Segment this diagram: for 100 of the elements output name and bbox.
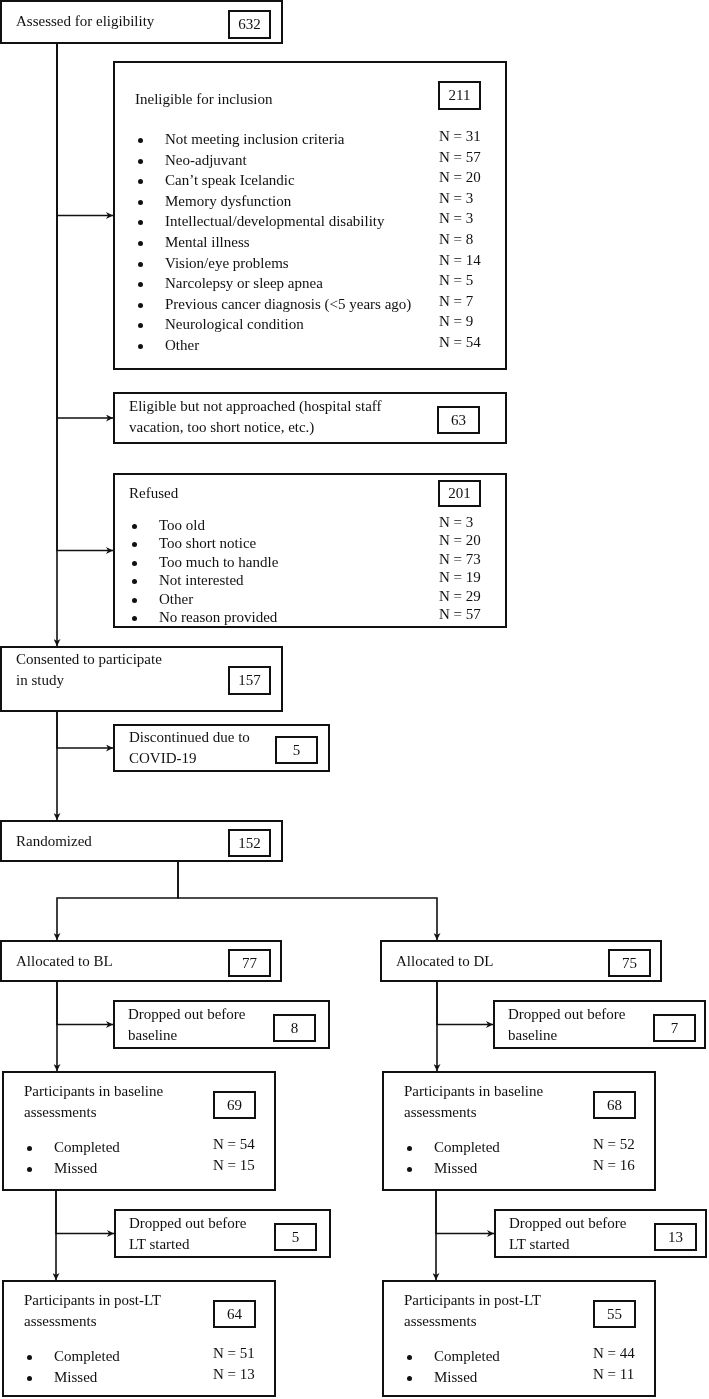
count-box: 69	[213, 1091, 256, 1119]
count-label: N = 29	[439, 586, 481, 606]
flow-box	[0, 646, 283, 712]
list-item-label: Too much to handle	[159, 552, 279, 572]
flow-box	[380, 940, 662, 982]
count-label: N = 44	[593, 1344, 635, 1363]
flow-box	[494, 1209, 707, 1258]
count-label: N = 5	[439, 271, 474, 291]
count-box: 13	[654, 1223, 697, 1251]
box-heading: Dropped out before LT started	[129, 1214, 248, 1254]
count-box: 632	[228, 10, 271, 39]
list-item-label: Vision/eye problems	[165, 253, 289, 273]
list-item-label: Can’t speak Icelandic	[165, 171, 295, 191]
box-heading: Dropped out before LT started	[509, 1214, 628, 1254]
arrow	[436, 981, 494, 1028]
count-label: N = 31	[439, 127, 481, 146]
count-label: N = 3	[439, 188, 474, 208]
count-label: N = 15	[213, 1156, 255, 1175]
count-box: 75	[608, 949, 651, 977]
flow-box	[113, 1000, 330, 1049]
list-item-label: Missed	[54, 1159, 98, 1178]
arrow	[435, 1190, 495, 1237]
box-heading: Assessed for eligibility	[16, 12, 156, 31]
flow-box	[2, 1280, 276, 1397]
count-label: N = 11	[593, 1365, 635, 1384]
count-box: 211	[438, 81, 481, 110]
count-label: N = 16	[593, 1156, 635, 1175]
arrow	[56, 711, 114, 752]
list-item-label: Completed	[54, 1347, 120, 1366]
count-box: 7	[653, 1014, 696, 1042]
box-heading: Dropped out before baseline	[508, 1005, 627, 1045]
box-heading: Allocated to BL	[16, 952, 114, 971]
flow-box	[382, 1280, 656, 1397]
flow-box	[382, 1071, 656, 1191]
count-box: 77	[228, 949, 271, 977]
flow-box	[0, 940, 282, 982]
list-item-label: Completed	[54, 1138, 120, 1157]
flow-box	[113, 724, 330, 772]
list-item-label: Neurological condition	[165, 315, 304, 335]
count-box: 152	[228, 829, 271, 857]
count-label: N = 54	[213, 1135, 255, 1154]
list-item-label: Not interested	[159, 571, 244, 591]
box-heading: Participants in post-LT assessments	[24, 1291, 162, 1331]
box-heading: Eligible but not approached (hospital staff vacation, too short notice, etc.)	[129, 397, 383, 437]
list-item-label: Not meeting inclusion criteria	[165, 130, 345, 149]
count-label: N = 20	[439, 168, 481, 188]
box-heading: Dropped out before baseline	[128, 1005, 247, 1045]
arrow	[56, 981, 114, 1028]
flow-box	[114, 1209, 331, 1258]
list-item-label: Too short notice	[159, 534, 257, 554]
count-box: 8	[273, 1014, 316, 1042]
count-label: N = 57	[439, 147, 481, 167]
box-heading: Participants in post-LT assessments	[404, 1291, 542, 1331]
count-box: 157	[228, 666, 271, 695]
box-heading: Refused	[129, 484, 180, 503]
count-label: N = 57	[439, 605, 481, 624]
list-item-label: Previous cancer diagnosis (<5 years ago)	[165, 294, 412, 314]
arrow	[177, 861, 441, 941]
count-label: N = 52	[593, 1135, 635, 1154]
box-heading: Ineligible for inclusion	[135, 90, 274, 109]
flow-box	[0, 0, 283, 44]
flow-box	[113, 392, 507, 444]
count-box: 5	[274, 1223, 317, 1251]
list-item-label: No reason provided	[159, 608, 278, 627]
count-box: 55	[593, 1300, 636, 1328]
count-label: N = 73	[439, 549, 481, 569]
count-label: N = 54	[439, 333, 481, 352]
count-label: N = 20	[439, 531, 481, 551]
box-heading: Randomized	[16, 832, 93, 851]
flow-box	[113, 61, 507, 370]
count-label: N = 3	[439, 209, 474, 229]
count-label: N = 8	[439, 230, 474, 249]
list-item-label: Missed	[434, 1159, 478, 1178]
count-label: N = 14	[439, 250, 481, 270]
count-label: N = 13	[213, 1365, 255, 1384]
count-box: 68	[593, 1091, 636, 1119]
list-item-label: Neo-adjuvant	[165, 150, 247, 170]
list-item-label: Other	[165, 336, 200, 355]
box-heading: Allocated to DL	[396, 952, 495, 971]
box-heading: Consented to participate in study	[16, 650, 163, 690]
list-item-label: Completed	[434, 1347, 500, 1366]
list-item-label: Narcolepsy or sleep apnea	[165, 274, 323, 294]
count-box: 5	[275, 736, 318, 764]
flow-box	[0, 820, 283, 862]
flow-box	[113, 473, 507, 628]
count-box: 201	[438, 480, 481, 507]
arrow	[55, 1190, 115, 1237]
flow-box	[493, 1000, 706, 1049]
list-item-label: Completed	[434, 1138, 500, 1157]
list-item-label: Mental illness	[165, 233, 250, 252]
list-item-label: Too old	[159, 516, 206, 535]
flow-box	[2, 1071, 276, 1191]
count-box: 63	[437, 406, 480, 434]
count-label: N = 9	[439, 312, 474, 332]
count-label: N = 19	[439, 568, 481, 588]
list-item-label: Missed	[54, 1368, 98, 1387]
box-heading: Participants in baseline assessments	[404, 1082, 545, 1122]
list-item-label: Other	[159, 589, 194, 609]
count-label: N = 3	[439, 513, 474, 532]
list-item-label: Memory dysfunction	[165, 191, 292, 211]
